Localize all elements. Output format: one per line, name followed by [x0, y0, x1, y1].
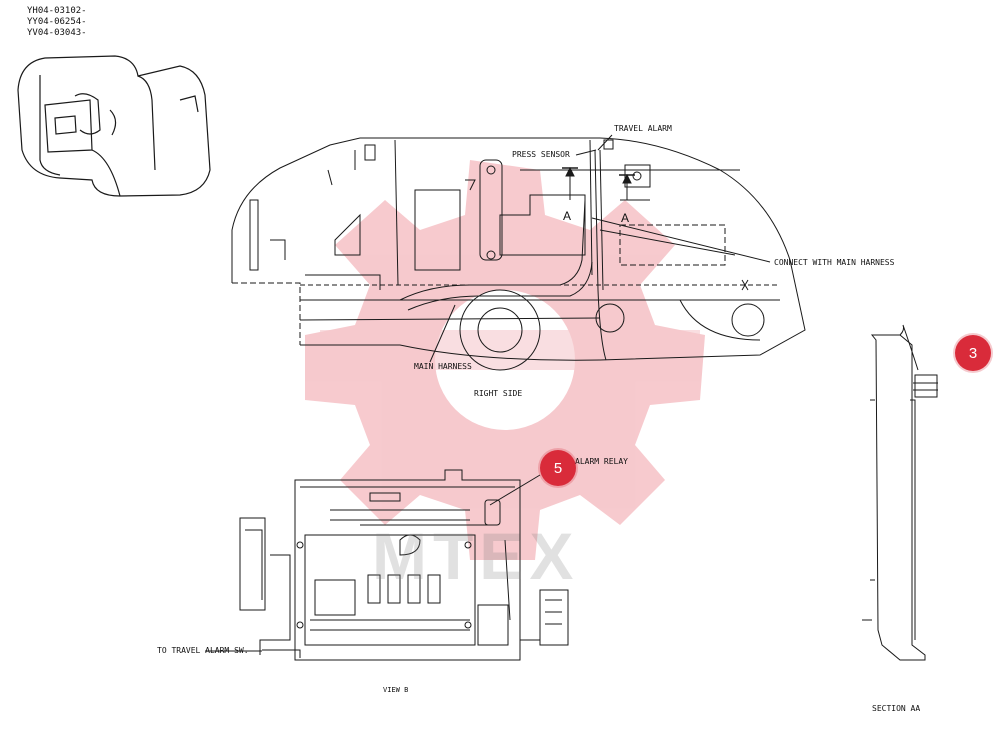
label-connect-main-harness: CONNECT WITH MAIN HARNESS — [774, 258, 895, 267]
label-view-b: VIEW B — [383, 686, 408, 694]
callout-item-5[interactable]: 5 — [540, 450, 576, 486]
callout-item-3[interactable]: 3 — [955, 335, 991, 371]
label-press-sensor: PRESS SENSOR — [512, 150, 570, 159]
right-side-view — [231, 137, 806, 371]
label-alarm-relay: ALARM RELAY — [575, 457, 628, 466]
label-section-aa: SECTION AA — [872, 704, 920, 713]
view-b-relay-board — [205, 469, 569, 661]
watermark-gear — [305, 160, 705, 560]
watermark-text: MTEX — [372, 519, 580, 593]
label-to-travel-alarm-sw: TO TRAVEL ALARM SW. — [157, 646, 249, 655]
label-travel-alarm: TRAVEL ALARM — [614, 124, 672, 133]
section-aa-view — [862, 324, 938, 661]
label-section-a-left: A — [563, 209, 571, 223]
serial-line-2: YY04-06254- — [27, 17, 87, 27]
label-right-side: RIGHT SIDE — [474, 389, 522, 398]
label-main-harness: MAIN HARNESS — [414, 362, 472, 371]
label-section-a-right: A — [621, 211, 629, 225]
leader-lines — [429, 134, 771, 363]
serial-numbers: YH04-03102- YY04-06254- YV04-03043- — [27, 6, 87, 39]
section-arrows — [562, 166, 635, 200]
serial-line-1: YH04-03102- — [27, 6, 87, 16]
machine-overview-sketch — [17, 55, 211, 197]
serial-line-3: YV04-03043- — [27, 28, 87, 38]
